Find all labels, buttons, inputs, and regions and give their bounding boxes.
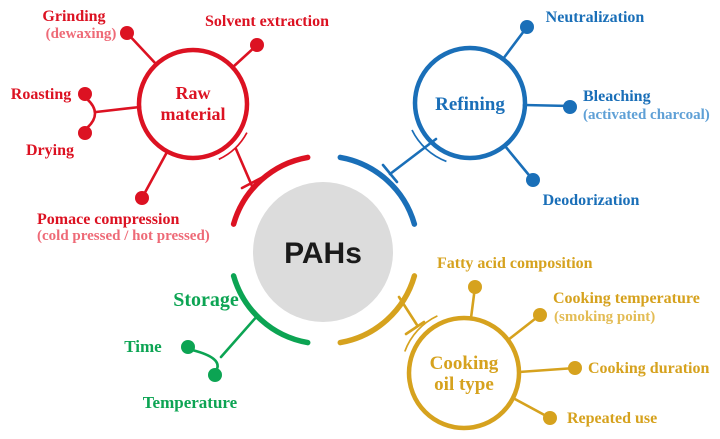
bleaching-label: Bleaching [583,88,651,105]
solvent-extraction-dot [250,38,264,52]
raw-material-branch: Raw material Grinding (dewaxing) Solvent… [11,8,329,244]
raw-material-inner-arc [218,132,248,161]
refining-inner-arc [411,129,447,163]
refining-connector-tick [381,163,399,184]
grinding-dot [120,26,134,40]
repeated-use-dot [543,411,557,425]
cooking-oil-inner-arc [404,315,438,352]
repeated-use-label: Repeated use [567,410,657,427]
raw-material-circle [136,47,250,161]
refining-title: Refining [435,94,505,115]
neutralization-label: Neutralization [546,9,645,26]
deodorization-spoke [503,144,535,182]
time-dot [181,340,195,354]
pomace-sub-label: (cold pressed / hot pressed) [37,228,210,244]
grinding-spoke [125,31,158,66]
bleaching-sub-label: (activated charcoal) [583,107,710,123]
refining-connector-line [388,137,438,176]
drying-label: Drying [26,142,74,159]
grinding-label: Grinding [42,8,105,25]
deodorization-dot [526,173,540,187]
solvent-extraction-label: Solvent extraction [205,13,329,30]
cooking-temperature-label: Cooking temperature [553,290,700,307]
time-label: Time [124,337,162,356]
raw-material-title-line2: material [161,104,226,124]
roasting-dot [78,87,92,101]
deodorization-label: Deodorization [543,192,640,209]
cooking-oil-branch: Cooking oil type Fatty acid composition … [397,255,709,431]
pomace-dot [135,191,149,205]
grinding-sub-label: (dewaxing) [46,26,117,42]
pahs-arc-cooking-oil [337,273,418,346]
pahs-arc-raw-material [230,154,311,227]
pahs-label: PAHs [284,237,362,270]
roasting-drying-bracket [85,97,97,130]
fatty-acid-dot [468,280,482,294]
cooking-duration-label: Cooking duration [588,360,709,377]
bleaching-spoke [522,103,572,108]
cooking-duration-dot [568,361,582,375]
raw-material-connector-tick [240,175,265,190]
cooking-oil-title-line2: oil type [434,374,494,395]
cooking-duration-spoke [517,366,577,374]
bleaching-dot [563,100,577,114]
storage-connector-line [219,313,260,359]
pahs-arc-storage [230,273,311,346]
temperature-dot [208,368,222,382]
storage-title: Storage [173,289,239,311]
pahs-arc-refining [337,154,418,227]
pomace-label: Pomace compression [37,211,179,228]
refining-circle [412,45,528,161]
pahs-center-circle [253,182,393,322]
repeated-use-spoke [511,396,552,420]
storage-branch: Storage Time Temperature [124,289,260,412]
cooking-oil-connector-line [397,295,419,327]
roasting-drying-branch-line [94,105,142,114]
temperature-label: Temperature [143,393,238,412]
drying-dot [78,126,92,140]
storage-fork [190,348,219,373]
cooking-temperature-dot [533,308,547,322]
cooking-oil-connector-tick [404,320,426,336]
raw-material-title-line1: Raw [176,83,211,103]
fatty-acid-label: Fatty acid composition [437,255,593,272]
cooking-oil-title-line1: Cooking [430,353,499,374]
roasting-label: Roasting [11,86,71,103]
neutralization-dot [520,20,534,34]
cooking-temperature-sub-label: (smoking point) [554,309,655,325]
raw-material-connector-line [234,147,254,188]
pomace-spoke [140,150,169,200]
refining-branch: Refining Neutralization Bleaching (activ… [381,9,710,209]
